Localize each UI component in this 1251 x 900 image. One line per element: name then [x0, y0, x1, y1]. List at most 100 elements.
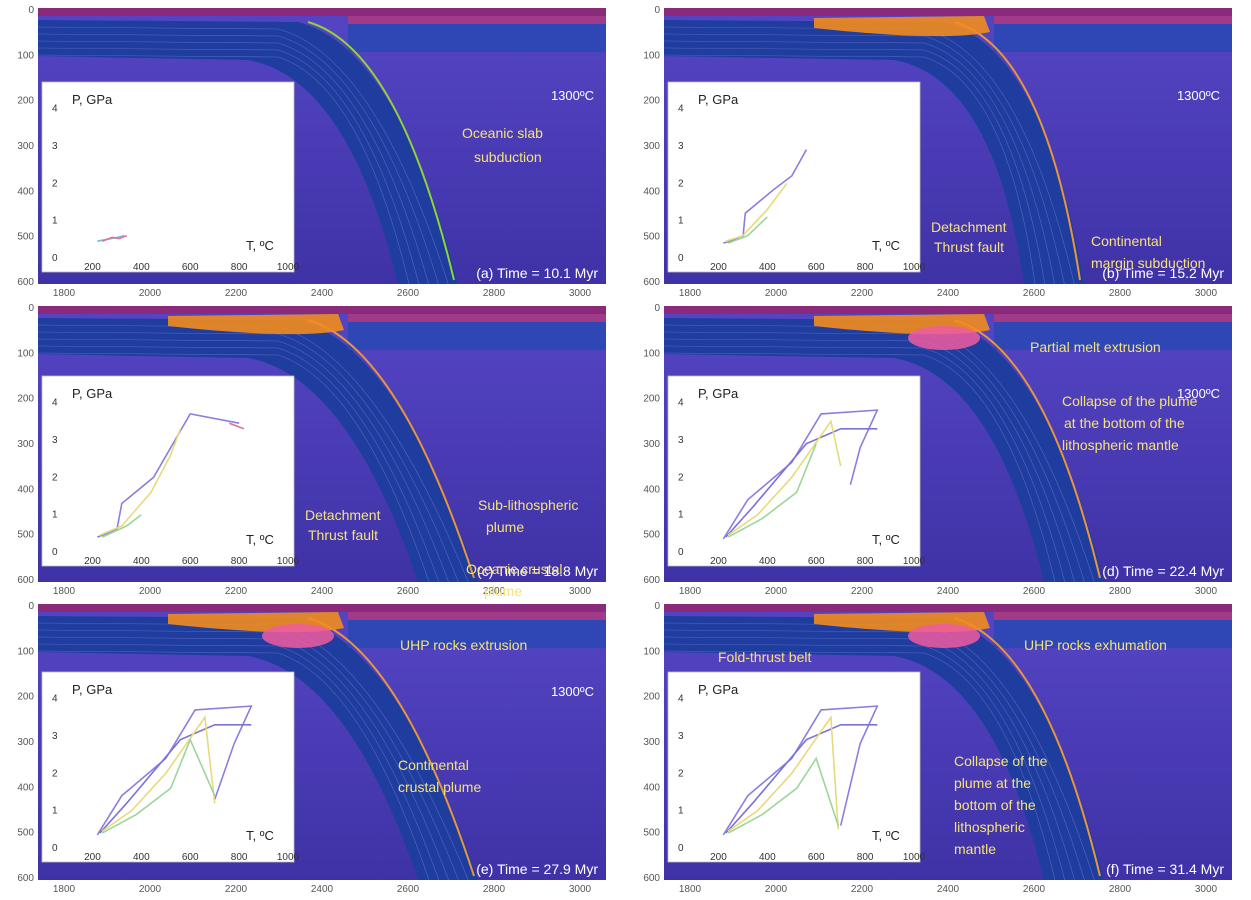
annotation-label: Collapse of the plume [1062, 393, 1198, 409]
overriding-crust [348, 612, 606, 620]
x-tick-label: 2400 [937, 884, 960, 895]
y-tick-label: 0 [28, 601, 34, 612]
annotation-label: plume [484, 583, 522, 599]
y-tick-label: 500 [643, 828, 660, 839]
inset-x-title: T, ºC [872, 532, 900, 547]
inset-y-tick: 1 [52, 216, 58, 227]
inset-background [667, 81, 921, 273]
inset-x-title: T, ºC [246, 532, 274, 547]
overriding-crust [348, 16, 606, 24]
annotation-label: lithospheric mantle [1062, 437, 1179, 453]
inset-y-tick: 4 [52, 398, 58, 409]
inset-y-tick: 4 [52, 694, 58, 705]
x-tick-label: 1800 [679, 288, 702, 299]
inset-x-tick: 600 [808, 852, 825, 863]
y-tick-label: 600 [17, 575, 34, 586]
inset-x-title: T, ºC [872, 828, 900, 843]
isotherm-line [37, 26, 449, 285]
inset-x-tick: 200 [710, 556, 727, 567]
inset-x-tick: 800 [231, 262, 248, 273]
x-tick-label: 2200 [225, 586, 248, 597]
annotation-label: Continental [398, 757, 469, 773]
inset-x-tick: 200 [84, 262, 101, 273]
annotation-label: Fold-thrust belt [718, 649, 811, 665]
overriding-crust [994, 314, 1232, 322]
exhumed-uhp-body [262, 624, 334, 648]
pt-path-trace [97, 413, 240, 538]
inset-x-tick: 200 [84, 556, 101, 567]
pt-path-trace [99, 724, 252, 834]
pt-path-trace [727, 443, 817, 538]
x-tick-label: 2800 [1109, 884, 1132, 895]
x-tick-label: 3000 [1195, 884, 1218, 895]
pt-path-trace [96, 705, 253, 836]
x-tick-label: 2600 [1023, 586, 1046, 597]
x-tick-label: 2600 [397, 884, 420, 895]
inset-y-title: P, GPa [72, 682, 113, 697]
y-tick-label: 100 [643, 348, 660, 359]
lithosphere-slab [664, 318, 1104, 582]
x-tick-label: 2800 [483, 288, 506, 299]
inset-y-tick: 2 [678, 472, 684, 483]
x-tick-label: 2000 [765, 288, 788, 299]
isotherm-line [663, 54, 1036, 285]
inset-background [41, 671, 295, 863]
pt-path-trace [101, 234, 128, 242]
isotherm-line [37, 345, 440, 583]
model-top-crust [38, 8, 606, 16]
annotation-label: bottom of the [954, 797, 1036, 813]
inset-x-tick: 400 [759, 556, 776, 567]
inset-x-tick: 800 [857, 556, 874, 567]
annotation-label: Detachment [931, 219, 1007, 235]
y-tick-label: 200 [17, 96, 34, 107]
y-tick-label: 0 [654, 601, 660, 612]
x-tick-label: 2000 [139, 884, 162, 895]
x-tick-label: 2400 [311, 884, 334, 895]
inset-y-tick: 4 [678, 104, 684, 115]
y-tick-label: 200 [643, 692, 660, 703]
inset-y-tick: 4 [678, 398, 684, 409]
overriding-crust [348, 314, 606, 322]
y-tick-label: 600 [643, 277, 660, 288]
lithosphere-slab [38, 616, 478, 880]
annotation-label: Partial melt extrusion [1030, 339, 1161, 355]
y-tick-label: 400 [643, 782, 660, 793]
isotherm-line [37, 331, 459, 583]
x-tick-label: 2200 [225, 288, 248, 299]
inset-y-title: P, GPa [72, 92, 113, 107]
annotation-label: mantle [954, 841, 996, 857]
inset-x-tick: 200 [710, 262, 727, 273]
annotation-label: Thrust fault [934, 239, 1004, 255]
inset-y-tick: 2 [52, 472, 58, 483]
inset-y-tick: 3 [52, 141, 58, 152]
pt-path-trace [725, 428, 878, 538]
isotherm-line [663, 643, 1066, 881]
y-tick-label: 600 [17, 873, 34, 884]
y-tick-label: 300 [17, 439, 34, 450]
pt-path-trace [727, 216, 768, 244]
y-tick-label: 100 [17, 646, 34, 657]
x-tick-label: 2600 [397, 288, 420, 299]
inset-x-tick: 1000 [903, 262, 926, 273]
y-tick-label: 300 [17, 141, 34, 152]
pt-path-trace [727, 756, 839, 834]
inset-x-tick: 200 [84, 852, 101, 863]
y-tick-label: 300 [643, 141, 660, 152]
time-label: (e) Time = 27.9 Myr [476, 861, 598, 877]
overriding-crust [994, 16, 1232, 24]
pt-path-trace [725, 182, 788, 242]
x-tick-label: 3000 [569, 586, 592, 597]
isotherm-line [37, 33, 439, 285]
inset-y-title: P, GPa [72, 386, 113, 401]
y-tick-label: 500 [643, 530, 660, 541]
inset-x-tick: 400 [133, 262, 150, 273]
inset-x-tick: 400 [133, 556, 150, 567]
annotation-label: Detachment [305, 507, 381, 523]
x-tick-label: 2000 [139, 288, 162, 299]
pt-path-trace [101, 715, 216, 832]
x-tick-label: 2200 [851, 586, 874, 597]
